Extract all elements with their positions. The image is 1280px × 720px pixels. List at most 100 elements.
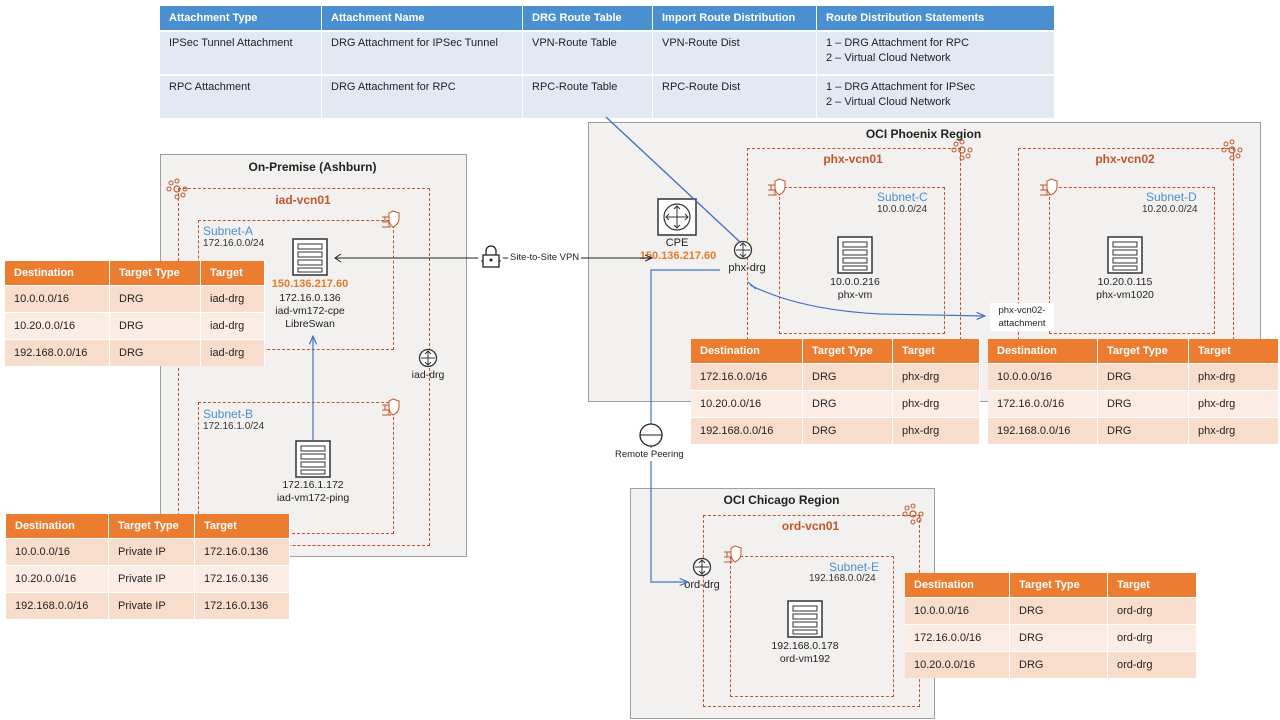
phx-vcn02-attachment-label: phx-vcn02-attachment (990, 303, 1054, 331)
phx-vcn02-title: phx-vcn02 (1095, 152, 1155, 166)
router-icon (418, 348, 438, 368)
subnet-c-cidr: 10.0.0.0/24 (877, 204, 928, 215)
import-route-dist-header: Import Route Distribution (652, 6, 817, 31)
firewall-icon (768, 178, 786, 196)
cpe-ip: 150.136.217.60 (639, 250, 717, 262)
subnet-b-cidr: 172.16.1.0/24 (203, 421, 265, 432)
vcn-icon (951, 139, 973, 161)
server-icon (787, 600, 823, 638)
attachment-name-header: Attachment Name (321, 6, 523, 31)
cpe-vm-public-ip: 150.136.217.60 (271, 278, 349, 290)
subnet-d-box (1049, 187, 1215, 334)
phx-vm-name: phx-vm (837, 289, 873, 301)
phx-vcn01-title: phx-vcn01 (823, 152, 883, 166)
route-table-cell: VPN-Route Table (522, 30, 653, 75)
target-header: Target (1188, 339, 1279, 364)
ping-vm-ip: 172.16.1.172 (282, 479, 344, 491)
ping-vm-name: iad-vm172-ping (276, 492, 350, 504)
cpe-vm-software: LibreSwan (285, 318, 335, 330)
import-dist-cell: RPC-Route Dist (652, 74, 817, 118)
subnet-e-box (730, 556, 894, 697)
subnet-b-box (198, 402, 394, 534)
phx-drg-label: phx-drg (728, 262, 766, 274)
iad-drg-label: iad-drg (411, 369, 445, 381)
destination-header: Destination (905, 573, 1010, 598)
chicago-region-title: OCI Chicago Region (723, 493, 840, 507)
target-type-header: Target Type (1097, 339, 1189, 364)
subnet-a-cidr: 172.16.0.0/24 (203, 238, 265, 249)
destination-header: Destination (691, 339, 803, 364)
router-icon (692, 557, 712, 577)
firewall-icon (1040, 178, 1058, 196)
phoenix-region-title: OCI Phoenix Region (865, 127, 982, 141)
cpe-label: CPE (665, 237, 689, 249)
target-type-header: Target Type (108, 514, 195, 539)
router-icon (733, 240, 753, 260)
subnet-d-name: Subnet-D (1146, 190, 1197, 204)
server-icon (292, 238, 328, 276)
lock-icon (481, 245, 501, 268)
target-header: Target (1107, 573, 1197, 598)
attachment-type-cell: RPC Attachment (160, 74, 322, 118)
subnet-e-cidr: 192.168.0.0/24 (809, 573, 876, 584)
subnet-c-box (779, 187, 945, 334)
phx-vm1020-ip: 10.20.0.115 (1097, 276, 1153, 288)
server-icon (1107, 236, 1143, 274)
target-header: Target (200, 261, 265, 286)
subnet-a-name: Subnet-A (203, 224, 254, 238)
server-icon (837, 236, 873, 274)
ord-vcn-title: ord-vcn01 (781, 519, 840, 533)
phx-vm1020-name: phx-vm1020 (1096, 289, 1154, 301)
firewall-icon (724, 545, 742, 563)
destination-header: Destination (6, 514, 109, 539)
vcn-icon (1221, 139, 1243, 161)
target-type-header: Target Type (109, 261, 201, 286)
vcn-icon (166, 178, 188, 200)
target-header: Target (194, 514, 290, 539)
remote-peering-label: Remote Peering (597, 448, 702, 461)
target-header: Target (892, 339, 980, 364)
firewall-icon (382, 210, 400, 228)
route-table-cell: RPC-Route Table (522, 74, 653, 118)
phx-vm-ip: 10.0.0.216 (830, 276, 880, 288)
drg-route-table-header: DRG Route Table (522, 6, 653, 31)
attachment-name-cell: DRG Attachment for RPC (321, 74, 523, 118)
remote-peering-icon (639, 423, 663, 447)
server-icon (295, 440, 331, 478)
vpn-label: Site-to-Site VPN (508, 252, 582, 263)
vcn-icon (902, 503, 924, 525)
attachment-type-header: Attachment Type (160, 6, 322, 31)
cpe-vm-name: iad-vm172-cpe (275, 305, 345, 317)
attachment-name-cell: DRG Attachment for IPSec Tunnel (321, 30, 523, 75)
table-row: RPC Attachment DRG Attachment for RPC RP… (160, 74, 1055, 118)
ord-vm-ip: 192.168.0.178 (771, 640, 839, 652)
subnet-e-name: Subnet-E (829, 560, 880, 574)
attachment-type-cell: IPSec Tunnel Attachment (160, 30, 322, 75)
table-row: IPSec Tunnel Attachment DRG Attachment f… (160, 30, 1055, 75)
destination-header: Destination (988, 339, 1098, 364)
target-type-header: Target Type (802, 339, 893, 364)
subnet-d-cidr: 10.20.0.0/24 (1142, 204, 1198, 215)
firewall-icon (382, 398, 400, 416)
destination-header: Destination (5, 261, 110, 286)
attachment-table: Attachment Type Attachment Name DRG Rout… (160, 6, 1055, 118)
